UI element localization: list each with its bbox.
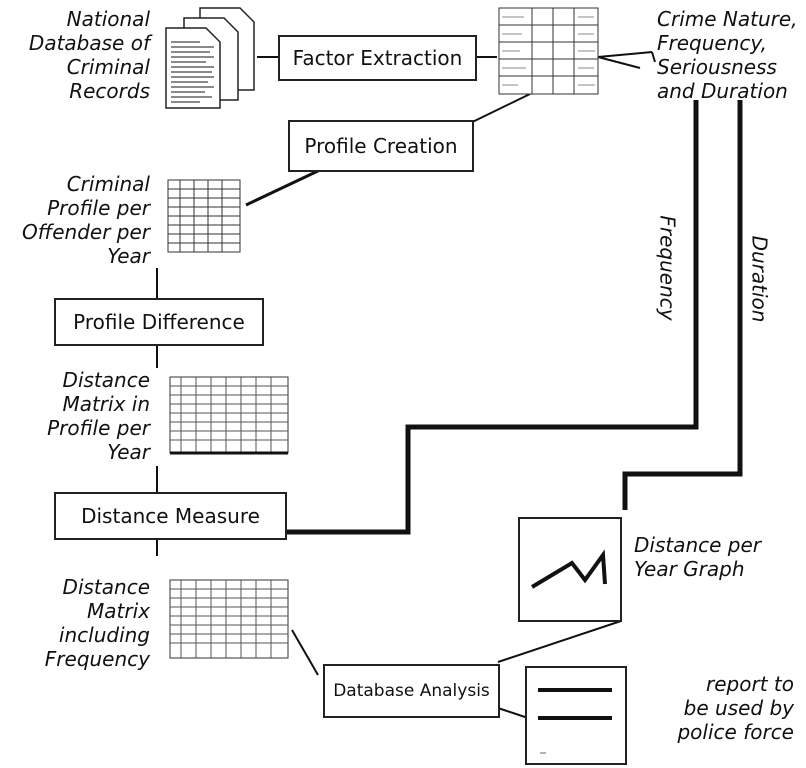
distance-matrix-frequency-label: Distance Matrix including Frequency — [44, 575, 150, 671]
crime-nature-label: Crime Nature, Frequency, Seriousness and… — [657, 7, 798, 103]
profile-matrix-icon — [167, 179, 241, 253]
national-database-label: National Database of Criminal Records — [28, 7, 150, 103]
database-analysis-box: Database Analysis — [323, 664, 500, 718]
duration-label: Duration — [747, 235, 772, 323]
distance-graph-label: Distance per Year Graph — [634, 533, 762, 581]
factor-extraction-box: Factor Extraction — [278, 35, 477, 81]
distance-matrix-profile-label: Distance Matrix in Profile per Year — [47, 368, 150, 464]
frequency-matrix-icon — [169, 579, 289, 659]
report-label: report to be used by police force — [677, 672, 794, 744]
criminal-profile-label: Criminal Profile per Offender per Year — [22, 172, 150, 268]
line-graph-icon — [518, 517, 622, 622]
frequency-label: Frequency — [655, 215, 680, 321]
profile-difference-box: Profile Difference — [54, 298, 264, 346]
profile-creation-box: Profile Creation — [288, 120, 474, 172]
distance-matrix-icon — [169, 376, 289, 455]
distance-measure-box: Distance Measure — [54, 492, 287, 540]
report-document-icon — [525, 666, 627, 765]
records-table-icon — [498, 7, 599, 95]
document-stack-icon — [165, 7, 255, 109]
